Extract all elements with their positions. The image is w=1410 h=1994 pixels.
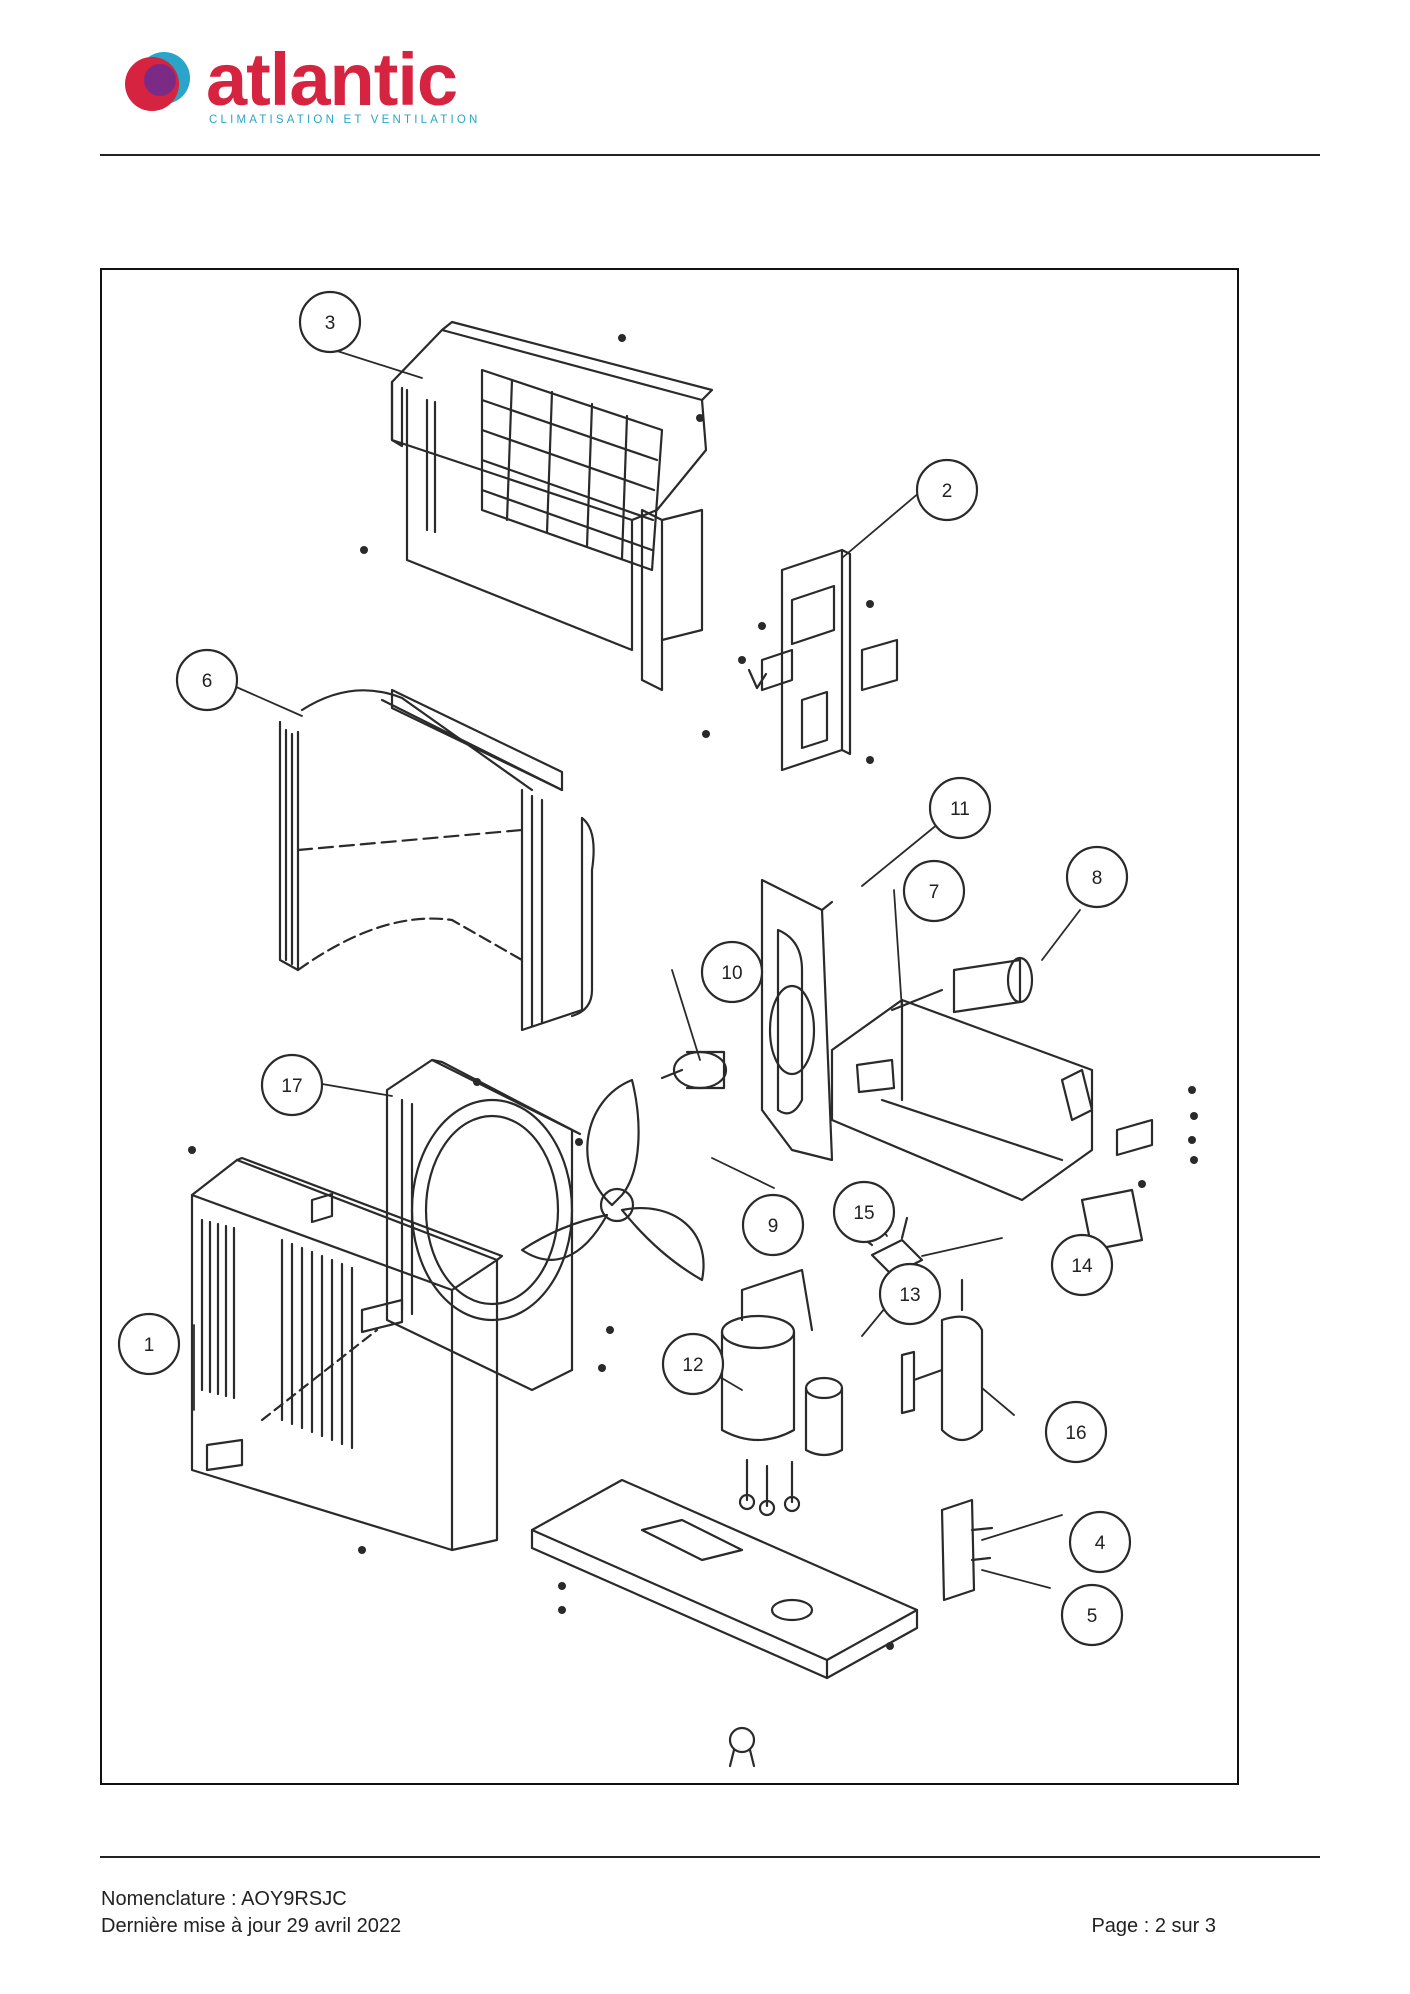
part-top-panel [390, 320, 714, 692]
part-fan-motor [660, 1050, 728, 1090]
logo-mark-icon [125, 52, 190, 111]
callout-8: 8 [1065, 845, 1129, 909]
svg-text:11: 11 [950, 799, 970, 820]
callout-13: 13 [878, 1262, 942, 1326]
svg-text:14: 14 [1071, 1256, 1093, 1277]
svg-text:12: 12 [682, 1355, 703, 1376]
callout-11: 11 [928, 776, 992, 840]
callout-6: 6 [175, 648, 239, 712]
footer-updated: Dernière mise à jour 29 avril 2022 [101, 1915, 402, 1937]
part-motor-bracket [760, 878, 834, 1162]
svg-text:10: 10 [721, 963, 742, 984]
callout-1: 1 [117, 1312, 181, 1376]
callout-4: 4 [1068, 1510, 1132, 1574]
brand-tagline: CLIMATISATION ET VENTILATION [209, 114, 481, 126]
callout-15: 15 [832, 1180, 896, 1244]
callout-17: 17 [260, 1053, 324, 1117]
callout-10: 10 [700, 940, 764, 1004]
svg-text:1: 1 [144, 1335, 155, 1356]
footer-page-number: Page : 2 sur 3 [1091, 1915, 1216, 1937]
footer-divider [100, 1856, 1320, 1858]
svg-text:6: 6 [202, 671, 213, 692]
part-control-box [830, 956, 1154, 1252]
exploded-view-diagram: 3 2 6 11 7 8 10 17 9 15 14 13 12 1 16 4 … [117, 290, 1198, 1768]
svg-text:17: 17 [281, 1076, 302, 1097]
svg-text:3: 3 [325, 313, 336, 334]
callout-3: 3 [298, 290, 362, 354]
part-fan-blade [520, 1078, 705, 1282]
leader-lines [193, 349, 1081, 1589]
svg-text:16: 16 [1065, 1423, 1086, 1444]
part-base-pan [530, 1478, 919, 1680]
brand-name: atlantic [206, 38, 458, 121]
callout-5: 5 [1060, 1583, 1124, 1647]
part-condenser-coil [278, 688, 595, 1032]
part-front-panel [190, 1156, 504, 1552]
callout-12: 12 [661, 1332, 725, 1396]
svg-text:4: 4 [1095, 1533, 1106, 1554]
part-drain-plug [728, 1726, 756, 1768]
svg-text:13: 13 [899, 1285, 920, 1306]
svg-text:15: 15 [853, 1203, 874, 1224]
callout-14: 14 [1050, 1233, 1114, 1297]
callout-2: 2 [915, 458, 979, 522]
part-compressor [720, 1268, 844, 1517]
callout-7: 7 [902, 859, 966, 923]
part-fan-shroud [385, 1058, 582, 1392]
header-divider [100, 154, 1320, 156]
atlantic-logo: atlantic CLIMATISATION ET VENTILATION [120, 40, 500, 134]
footer-nomenclature: Nomenclature : AOY9RSJC [101, 1888, 347, 1910]
callout-16: 16 [1044, 1400, 1108, 1464]
part-terminals [940, 1498, 994, 1602]
exploded-view-frame: 3 2 6 11 7 8 10 17 9 15 14 13 12 1 16 4 … [100, 268, 1239, 1785]
part-side-panel [747, 548, 899, 772]
svg-text:7: 7 [929, 882, 940, 903]
svg-text:2: 2 [942, 481, 953, 502]
svg-text:9: 9 [768, 1216, 779, 1237]
part-accumulator [900, 1278, 984, 1442]
callout-9: 9 [741, 1193, 805, 1257]
screws [188, 334, 1198, 1650]
svg-text:8: 8 [1092, 868, 1103, 889]
svg-text:5: 5 [1087, 1606, 1098, 1627]
